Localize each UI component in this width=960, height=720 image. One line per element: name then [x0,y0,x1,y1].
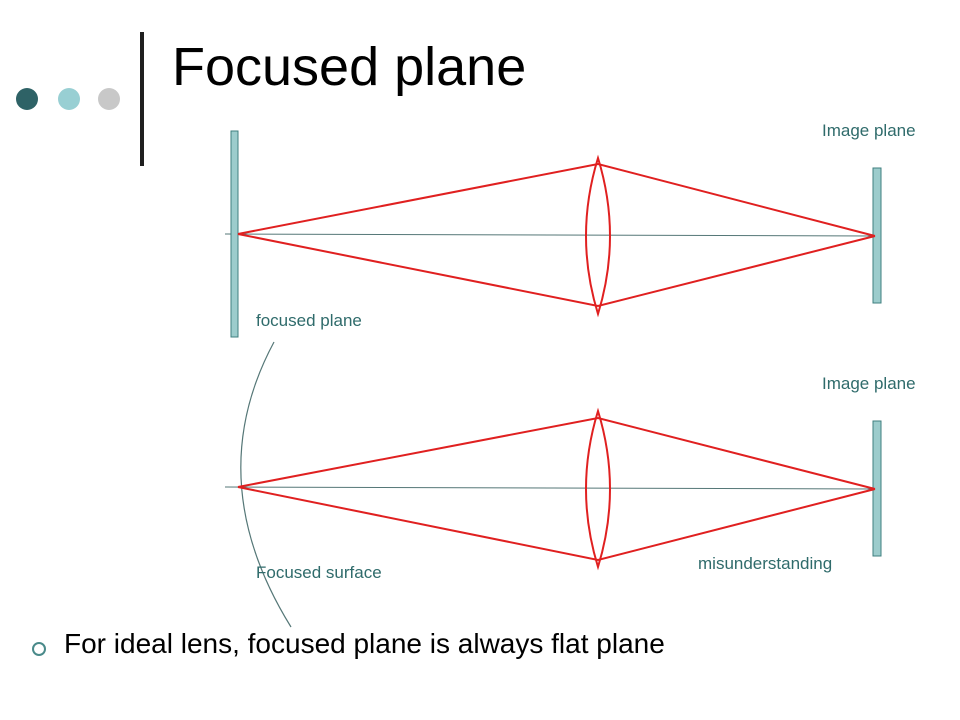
decor-dot-light [58,88,80,110]
bullet-text: For ideal lens, focused plane is always … [64,628,665,659]
title-divider [140,32,144,166]
optical-axis [224,233,876,237]
decor-dot-grey [98,88,120,110]
ray-upper [237,162,876,237]
diagram-top [224,130,882,338]
optical-axis [224,486,876,490]
image-plane-label-top: Image plane [822,121,916,140]
misunderstanding-label: misunderstanding [698,554,833,573]
page-title: Focused plane [172,37,527,97]
focused-plane-label: focused plane [256,311,362,330]
image-plane-label-bottom: Image plane [822,374,916,393]
circle-bullet-icon [32,642,46,656]
lens [585,154,611,318]
decor-dot-dark [16,88,38,110]
focused-surface-curve [240,341,292,628]
ray-lower [237,233,876,308]
diagram-bottom [224,341,882,628]
focused-surface-label: Focused surface [256,563,382,582]
focused-plane-bar [230,130,239,338]
lens [585,407,611,571]
ray-lower [237,486,876,562]
ray-upper [237,416,876,490]
